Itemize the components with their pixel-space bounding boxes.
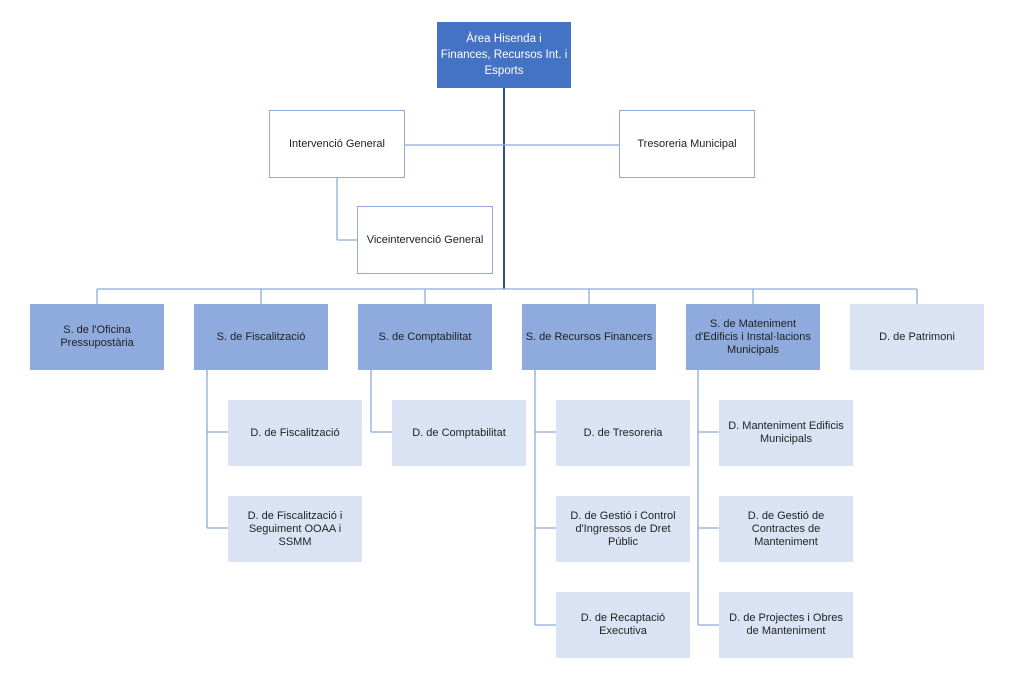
intervencio-label: Intervenció General bbox=[289, 137, 385, 150]
section-node-comptabilitat: S. de Comptabilitat bbox=[358, 304, 492, 370]
department-label: D. de Recaptació Executiva bbox=[580, 612, 666, 637]
department-label: D. de Patrimoni bbox=[879, 330, 955, 343]
department-node: D. de Gestió de Contractes de Mantenimen… bbox=[719, 496, 853, 562]
department-node: D. de Fiscalització bbox=[228, 400, 362, 466]
intervencio-node: Intervenció General bbox=[269, 110, 405, 178]
tresoreria-label: Tresoreria Municipal bbox=[637, 137, 737, 150]
department-label: D. de Gestió i Control d'Ingressos de Dr… bbox=[570, 509, 676, 548]
department-node: D. de Projectes i Obres de Manteniment bbox=[719, 592, 853, 658]
section-label: S. de Mateniment d'Edificis i Instal·lac… bbox=[695, 317, 811, 356]
department-label: D. de Projectes i Obres de Manteniment bbox=[729, 612, 843, 637]
department-label: D. de Tresoreria bbox=[583, 426, 663, 439]
area-node: Àrea Hisenda i Finances, Recursos Int. i… bbox=[437, 22, 571, 88]
area-label: Àrea Hisenda i Finances, Recursos Int. i… bbox=[440, 33, 568, 77]
viceintervencio-label: Viceintervenció General bbox=[366, 233, 484, 246]
department-node-patrimoni: D. de Patrimoni bbox=[850, 304, 984, 370]
department-node: D. de Recaptació Executiva bbox=[556, 592, 690, 658]
tresoreria-node: Tresoreria Municipal bbox=[619, 110, 755, 178]
section-label: S. de Fiscalització bbox=[216, 330, 306, 343]
department-node: D. Manteniment Edificis Municipals bbox=[719, 400, 853, 466]
department-node: D. de Fiscalització i Seguiment OOAA i S… bbox=[228, 496, 362, 562]
section-node-manteniment: S. de Mateniment d'Edificis i Instal·lac… bbox=[686, 304, 820, 370]
section-node-oficina-pressupostaria: S. de l'Oficina Pressupostària bbox=[30, 304, 164, 370]
section-label: S. de Recursos Financers bbox=[525, 330, 653, 343]
department-label: D. Manteniment Edificis Municipals bbox=[728, 420, 844, 445]
department-label: D. de Fiscalització bbox=[250, 426, 340, 439]
department-node: D. de Tresoreria bbox=[556, 400, 690, 466]
section-label: S. de l'Oficina Pressupostària bbox=[60, 324, 134, 349]
department-label: D. de Comptabilitat bbox=[412, 426, 506, 439]
viceintervencio-node: Viceintervenció General bbox=[357, 206, 493, 274]
section-node-recursos-financers: S. de Recursos Financers bbox=[522, 304, 656, 370]
section-label: S. de Comptabilitat bbox=[378, 330, 472, 343]
branch-connectors bbox=[96, 144, 918, 626]
department-node: D. de Comptabilitat bbox=[392, 400, 526, 466]
department-node: D. de Gestió i Control d'Ingressos de Dr… bbox=[556, 496, 690, 562]
department-label: D. de Fiscalització i Seguiment OOAA i S… bbox=[247, 509, 343, 548]
section-node-fiscalitzacio: S. de Fiscalització bbox=[194, 304, 328, 370]
department-label: D. de Gestió de Contractes de Mantenimen… bbox=[747, 509, 825, 548]
